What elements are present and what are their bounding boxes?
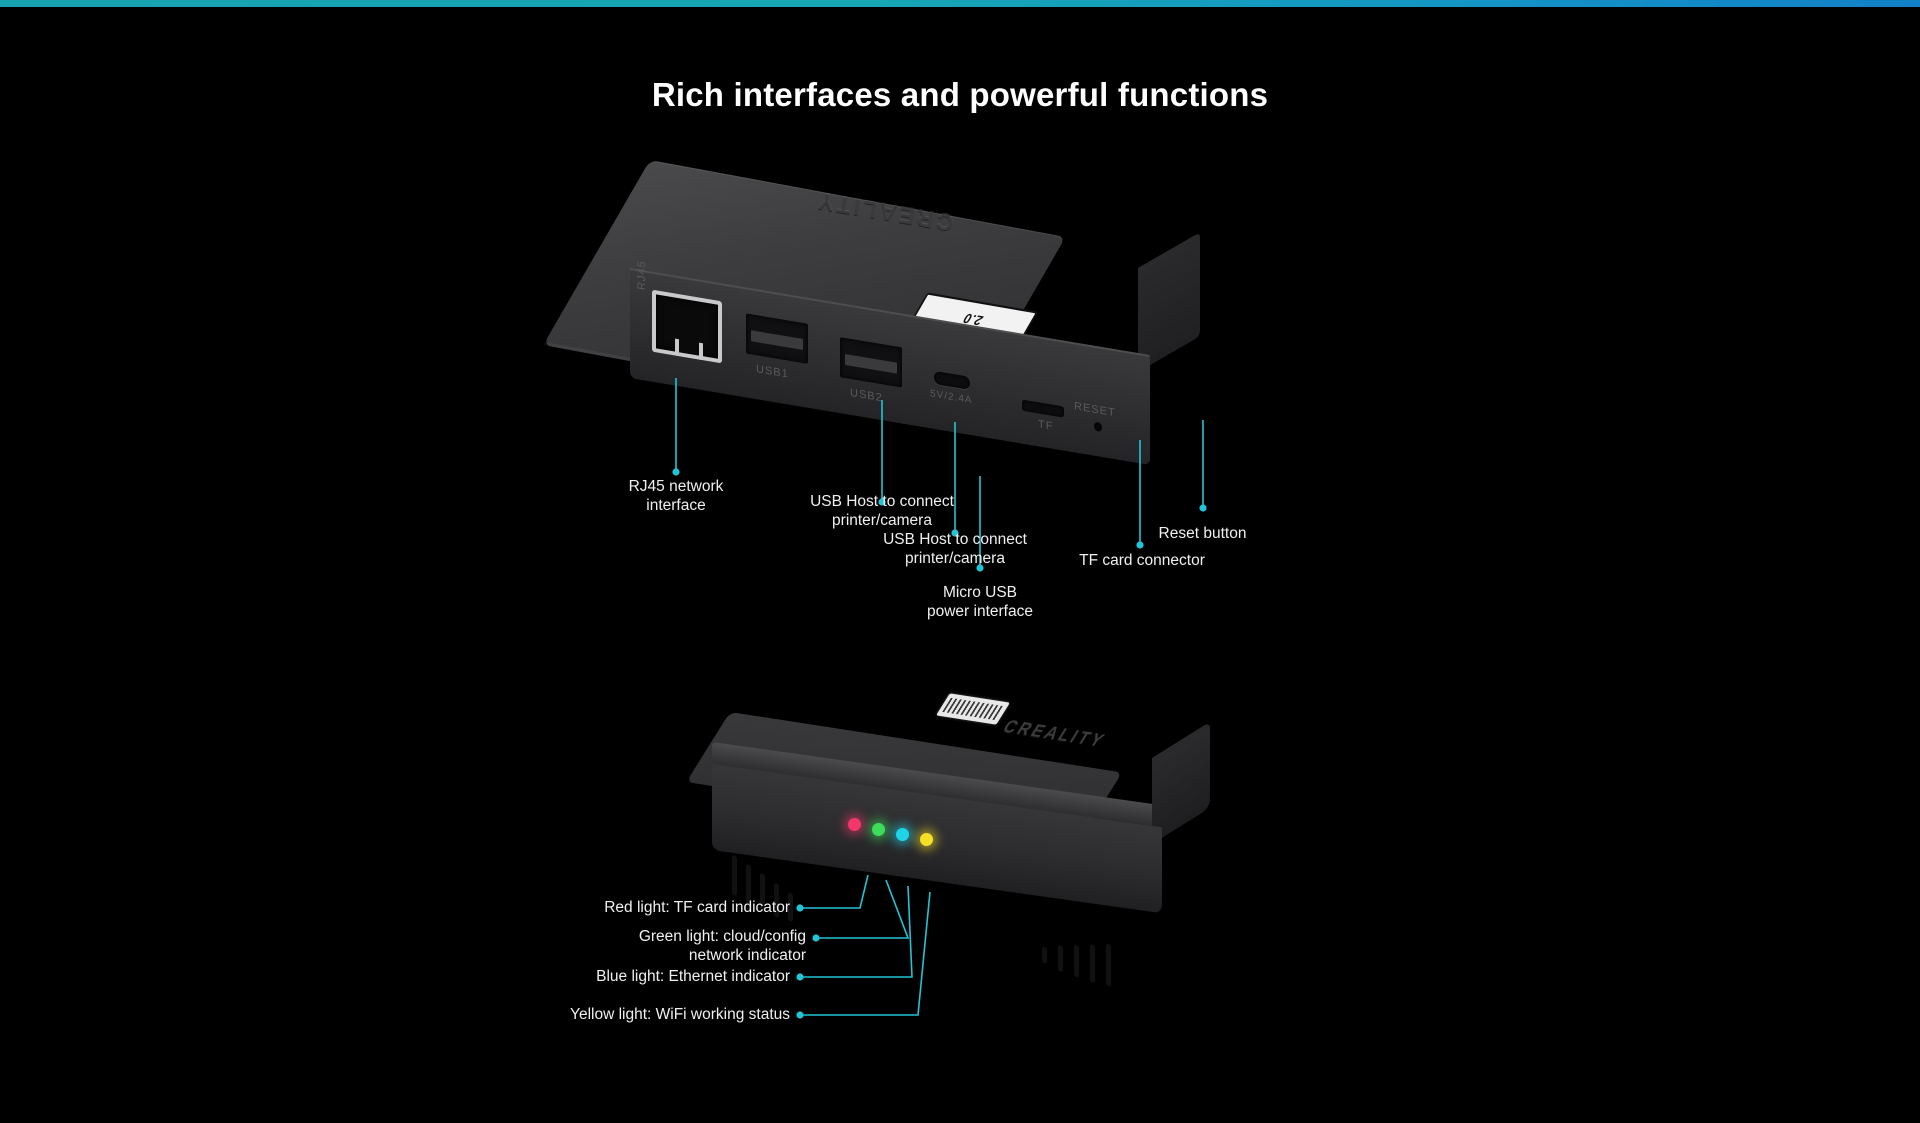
top-accent-bar bbox=[0, 0, 1920, 7]
reset-silk-label: RESET bbox=[1074, 400, 1116, 420]
led-indicator-green bbox=[872, 823, 885, 836]
tf-silk-label: TF bbox=[1038, 418, 1054, 433]
top-device-figure: CREALITY CREALITY BOX 2.0 RJ45 USB1 USB2… bbox=[0, 150, 1920, 630]
led-indicator-yellow bbox=[920, 833, 933, 846]
usb1-silk-label: USB1 bbox=[756, 363, 789, 381]
device2-right-side-face bbox=[1152, 721, 1210, 844]
tf-card-slot bbox=[1022, 399, 1064, 418]
micro-usb-port bbox=[934, 370, 970, 390]
reset-button-pinhole bbox=[1094, 421, 1102, 432]
usb1-port bbox=[746, 313, 808, 364]
rj45-port bbox=[652, 289, 722, 364]
creality-box-front-view: CREALITY CREALITY BOX 2.0 RJ45 USB1 USB2… bbox=[543, 160, 1270, 560]
usb2-silk-label: USB2 bbox=[850, 386, 883, 405]
micro-usb-silk-label: 5V/2.4A bbox=[930, 388, 973, 407]
device2-label-sticker bbox=[936, 693, 1010, 725]
device-right-side-face bbox=[1138, 232, 1200, 372]
usb2-port bbox=[840, 337, 902, 388]
led-indicator-red bbox=[848, 818, 861, 831]
bottom-device-figure: CREALITY bbox=[0, 690, 1920, 1020]
creality-logo-bottom: CREALITY bbox=[999, 716, 1111, 751]
led-indicator-blue bbox=[896, 828, 909, 841]
page-title: Rich interfaces and powerful functions bbox=[651, 76, 1269, 113]
creality-box-led-view: CREALITY bbox=[686, 690, 1300, 987]
